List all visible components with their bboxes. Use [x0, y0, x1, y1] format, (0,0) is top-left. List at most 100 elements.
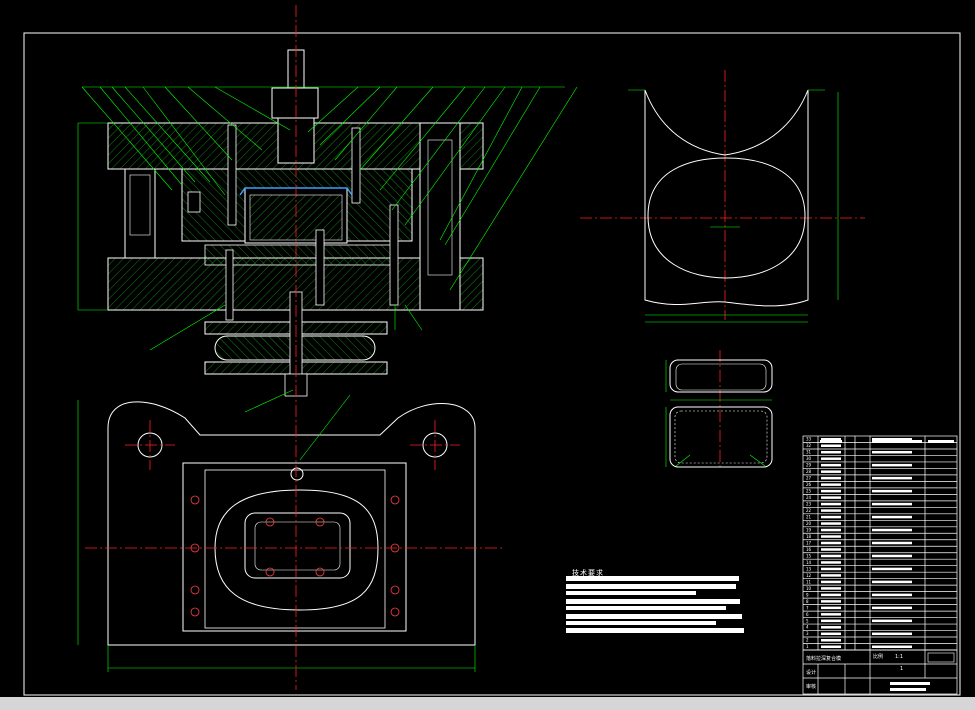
bom-row-fill [821, 444, 841, 447]
bom-row-fill [821, 509, 841, 512]
bom-row-fill [872, 502, 912, 506]
bom-row-labels: 3332313029282726252423222120191817161514… [806, 437, 912, 649]
bom-row-fill [872, 619, 912, 623]
bom-row-number: 17 [806, 540, 812, 545]
bom-row-fill [821, 619, 841, 623]
title-block-scale-label: 比例 [873, 653, 883, 660]
bom-row-fill [872, 632, 912, 636]
bom-row-fill [821, 438, 841, 441]
bom-row-fill [821, 450, 841, 454]
bom-row-number: 23 [806, 502, 812, 507]
bom-row-fill [872, 541, 912, 545]
bom-row-fill [821, 554, 841, 558]
part-view [665, 359, 773, 468]
bom-row-fill [872, 554, 912, 558]
bom-row-number: 21 [806, 515, 812, 520]
bom-row-number: 16 [806, 547, 812, 552]
bom-row-fill [821, 502, 841, 506]
bom-row-fill [821, 600, 841, 603]
bom-row-number: 18 [806, 534, 812, 539]
bom-row-number: 9 [806, 592, 809, 597]
bom-row-number: 7 [806, 605, 809, 610]
bom-row-fill [872, 438, 912, 441]
bom-row-fill [821, 626, 841, 629]
bom-row-number: 20 [806, 521, 812, 526]
bom-row-fill [821, 639, 841, 642]
bom-row-number: 31 [806, 450, 812, 455]
bom-row-number: 26 [806, 482, 812, 487]
bom-row-number: 11 [806, 579, 812, 584]
technical-notes-block [566, 576, 744, 633]
bom-row-fill [821, 593, 841, 597]
bom-row-fill [821, 476, 841, 480]
bom-row-fill [821, 574, 841, 577]
title-block-sheet-value: 1 [900, 666, 903, 672]
centerlines [85, 5, 865, 690]
title-block-designer-label: 设计 [806, 669, 816, 676]
bom-row-fill [821, 496, 841, 499]
blank-view [628, 89, 839, 323]
bom-row-fill [872, 645, 912, 649]
bom-row-number: 10 [806, 586, 812, 591]
bom-row-fill [821, 522, 841, 525]
bom-row-number: 25 [806, 489, 812, 494]
bom-row-fill [821, 457, 841, 460]
bom-table [802, 435, 958, 695]
bom-row-number: 29 [806, 463, 812, 468]
bom-row-fill [872, 593, 912, 597]
bom-row-fill [872, 450, 912, 454]
section-view [77, 49, 578, 413]
bom-row-number: 27 [806, 476, 812, 481]
status-strip [0, 697, 975, 710]
bom-row-fill [872, 567, 912, 571]
bom-row-number: 2 [806, 638, 809, 643]
bom-row-fill [872, 463, 912, 467]
bom-row-fill [821, 528, 841, 532]
bom-row-fill [821, 567, 841, 571]
bom-row-number: 33 [806, 437, 812, 442]
technical-notes-title: 技术要求 [572, 569, 604, 577]
bom-row-fill [821, 645, 841, 649]
bom-row-fill [821, 580, 841, 584]
bom-row-fill [872, 606, 912, 610]
bom-row-number: 12 [806, 573, 812, 578]
title-block-drawing-name: 落料拉深复合模 [806, 655, 841, 662]
plan-view [77, 394, 476, 672]
bom-row-fill [872, 489, 912, 493]
bom-row-number: 8 [806, 599, 809, 604]
bom-row-number: 28 [806, 469, 812, 474]
bom-row-number: 22 [806, 508, 812, 513]
bom-row-fill [821, 470, 841, 473]
bom-row-fill [821, 632, 841, 636]
title-block-scale-value: 1:1 [895, 654, 903, 660]
bom-row-number: 24 [806, 495, 812, 500]
bom-row-fill [821, 541, 841, 545]
bom-row-fill [821, 515, 841, 519]
bom-row-fill [872, 476, 912, 480]
bom-row-fill [872, 580, 912, 584]
bom-filled-cells [820, 440, 954, 443]
bom-row-number: 6 [806, 612, 809, 617]
drawing-frame [23, 32, 961, 696]
bom-row-fill [821, 489, 841, 493]
bom-row-fill [872, 515, 912, 519]
bom-row-number: 19 [806, 527, 812, 532]
bom-row-fill [821, 548, 841, 551]
bom-row-fill [821, 463, 841, 467]
title-block-fills [890, 652, 955, 691]
bom-row-fill [821, 606, 841, 610]
bom-row-number: 3 [806, 631, 809, 636]
bom-row-number: 13 [806, 566, 812, 571]
bom-row-number: 15 [806, 553, 812, 558]
bom-row-number: 4 [806, 625, 809, 630]
bom-row-fill [821, 587, 841, 590]
bom-row-number: 1 [806, 644, 809, 649]
bom-row-fill [821, 483, 841, 486]
bom-row-fill [872, 528, 912, 532]
title-block-checker-label: 审核 [806, 683, 816, 690]
bom-row-number: 5 [806, 618, 809, 623]
bom-row-fill [821, 561, 841, 564]
bom-row-fill [821, 535, 841, 538]
bom-row-number: 32 [806, 443, 812, 448]
